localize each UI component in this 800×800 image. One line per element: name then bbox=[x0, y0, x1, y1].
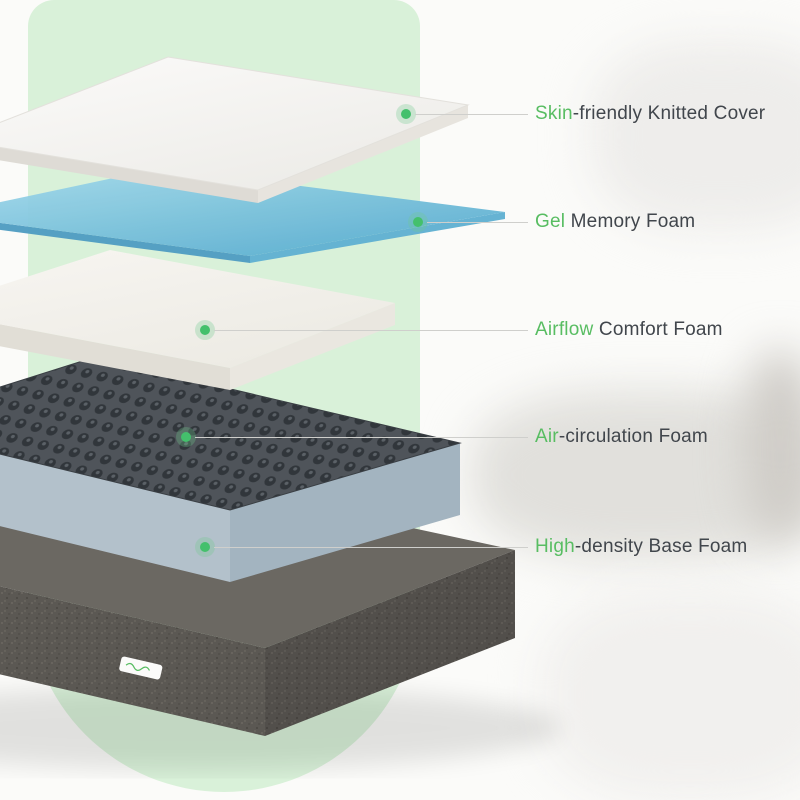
leader-line bbox=[415, 113, 528, 115]
label-text: Airflow Comfort Foam bbox=[535, 319, 723, 340]
marker-dot-icon bbox=[401, 109, 411, 119]
layer-knitted-cover bbox=[0, 56, 470, 203]
brand-tag bbox=[119, 656, 163, 680]
leader-line bbox=[214, 546, 528, 548]
marker-dot-icon bbox=[200, 542, 210, 552]
label-text: Skin-friendly Knitted Cover bbox=[535, 103, 766, 124]
label-text: Gel Memory Foam bbox=[535, 211, 696, 232]
layer-gel-memory-foam bbox=[0, 168, 505, 263]
marker-dot-icon bbox=[200, 325, 210, 335]
label-text: High-density Base Foam bbox=[535, 536, 748, 557]
marker-dot-icon bbox=[181, 432, 191, 442]
background-blur-window bbox=[590, 40, 800, 230]
label-gel-memory-foam: Gel Memory Foam bbox=[409, 210, 695, 234]
label-knitted-cover: Skin-friendly Knitted Cover bbox=[397, 102, 765, 126]
leader-line bbox=[195, 436, 528, 438]
background-blur-floor bbox=[540, 590, 800, 800]
leader-line bbox=[214, 329, 528, 331]
leader-line bbox=[427, 221, 528, 223]
label-comfort-foam: Airflow Comfort Foam bbox=[196, 318, 723, 342]
layer-comfort-foam bbox=[0, 250, 395, 390]
label-air-circulation-foam: Air-circulation Foam bbox=[177, 425, 708, 449]
marker-dot-icon bbox=[413, 217, 423, 227]
label-base-foam: High-density Base Foam bbox=[196, 535, 747, 559]
label-text: Air-circulation Foam bbox=[535, 426, 708, 447]
background-blur-side-table bbox=[745, 350, 800, 540]
